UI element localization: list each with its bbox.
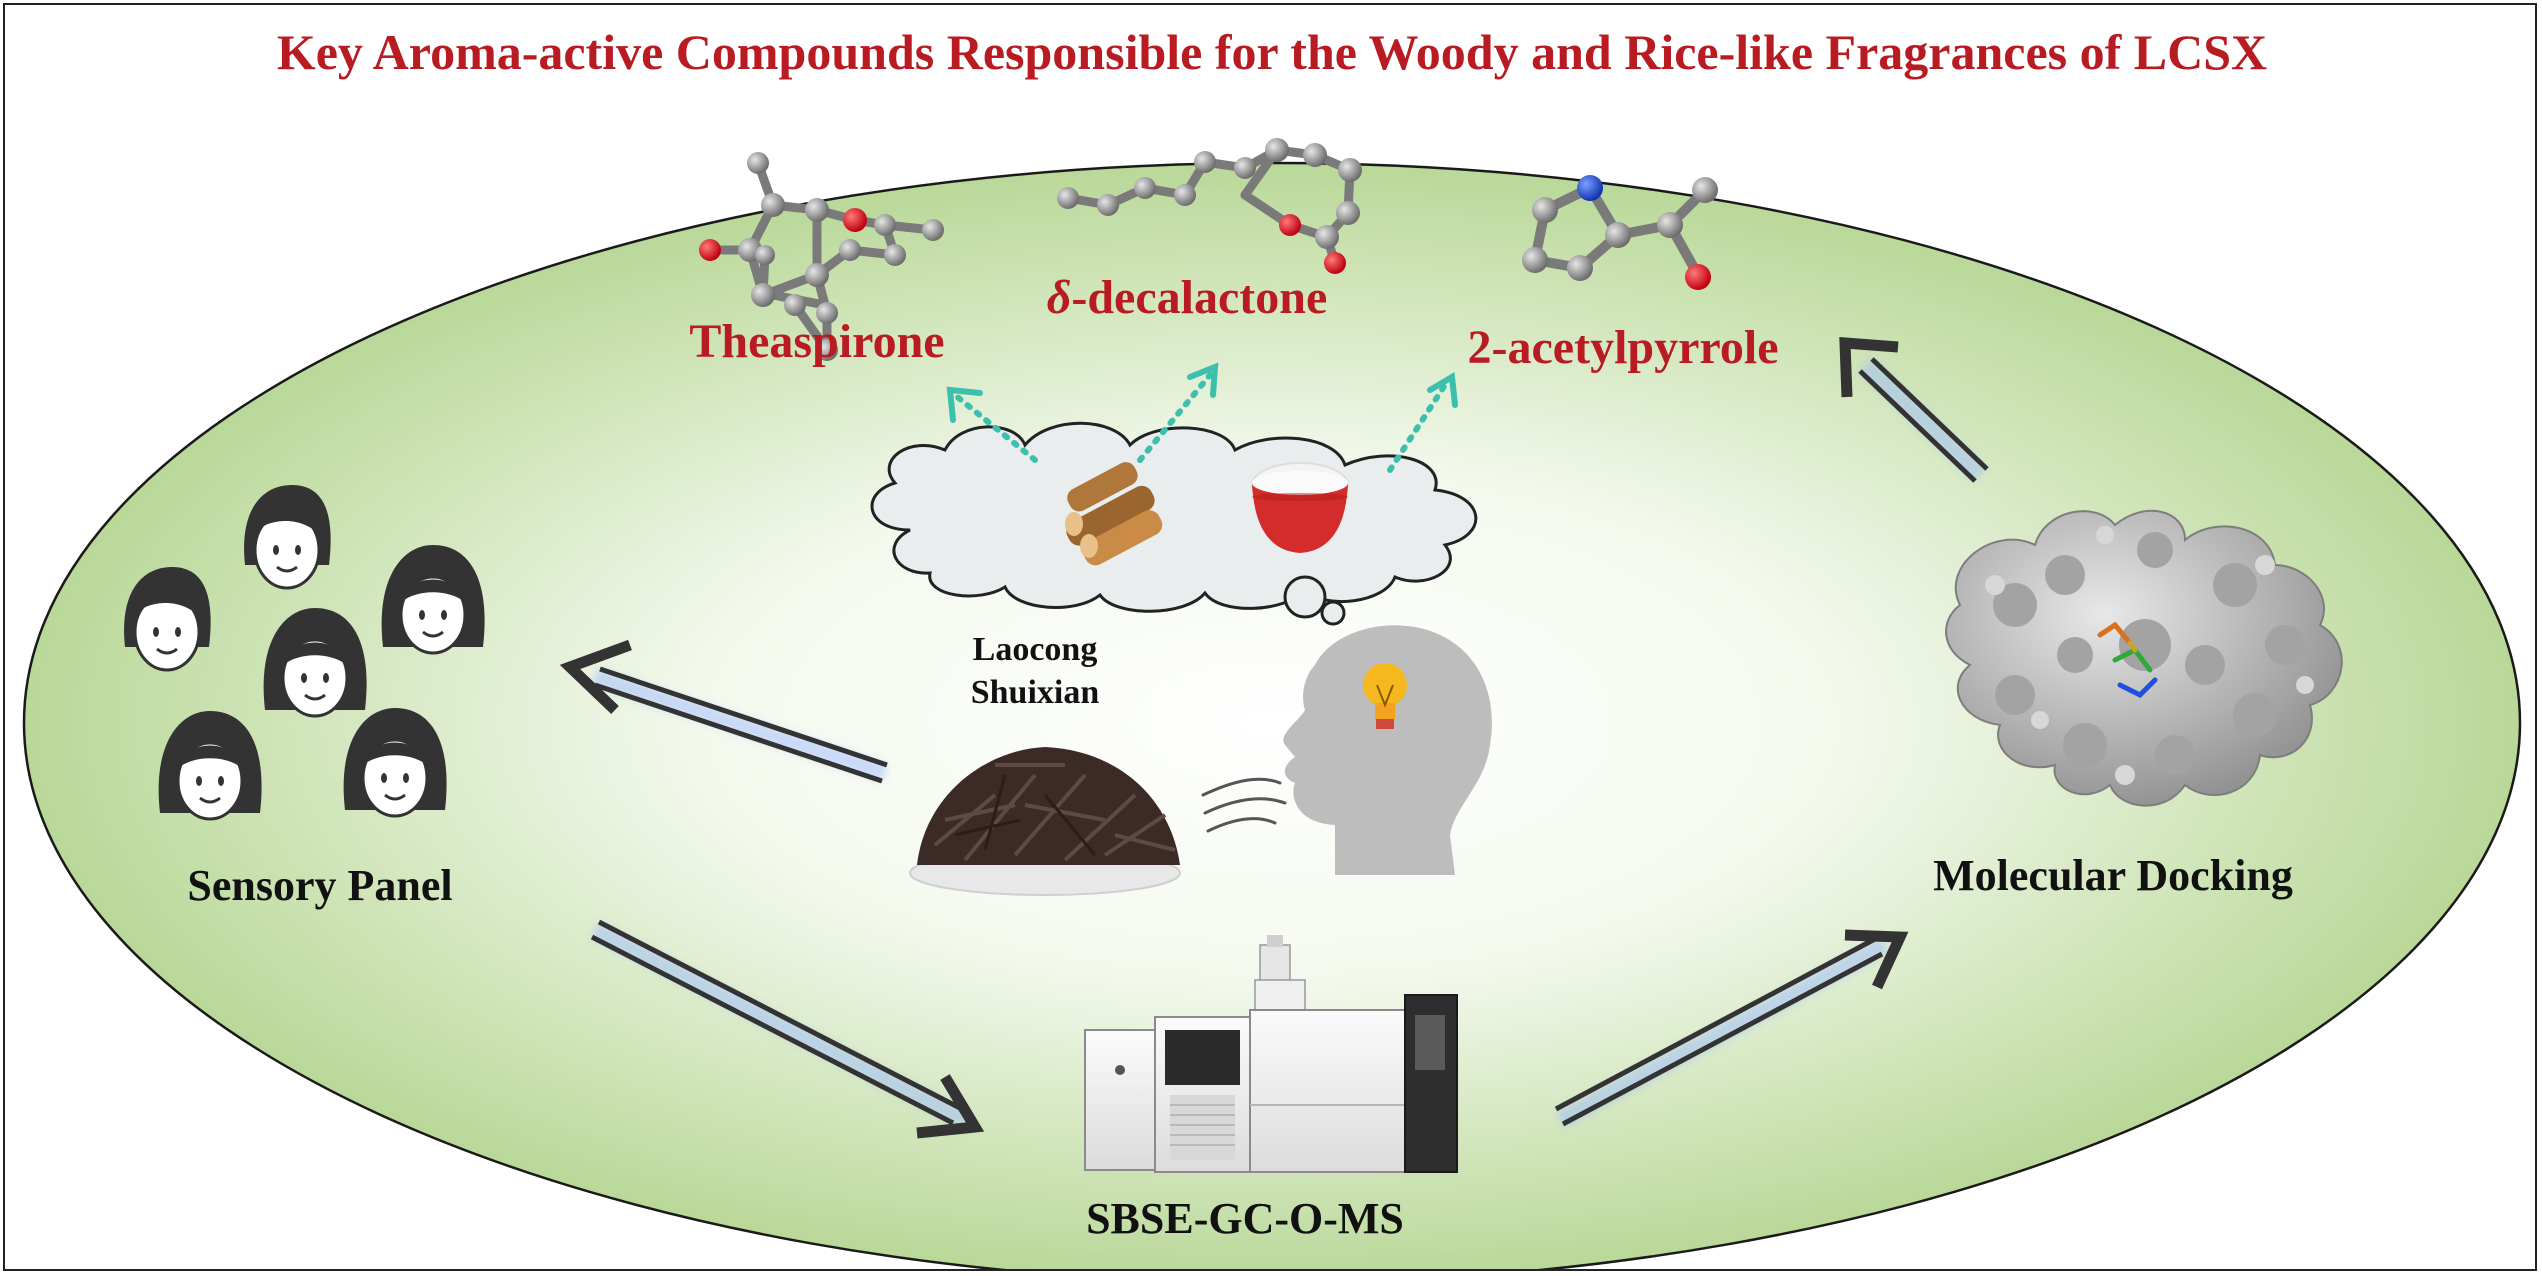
flow-arrows [559,337,1989,1139]
panelist-face-icon [124,567,211,672]
decalactone-atoms [1057,138,1362,274]
sensory-panel-label: Sensory Panel [187,861,452,910]
tea-name-line1: Laocong [973,631,1098,668]
aroma-dotted-arrows [952,372,1448,473]
arrow-to-instrument [590,919,985,1139]
theaspirone-label: Theaspirone [689,315,944,368]
decalactone-prefix: δ [1047,271,1072,324]
docked-ligand-icon [2097,621,2158,699]
figure-frame: Key Aroma-active Compounds Responsible f… [3,3,2537,1271]
arrow-to-molecular-docking [1554,929,1909,1128]
dotted-arrow-theaspirone [952,392,1038,463]
molecular-docking-label: Molecular Docking [1933,851,2293,900]
breath-icon [1201,777,1287,833]
diagram-canvas: Key Aroma-active Compounds Responsible f… [23,24,2521,1269]
panelist-face-icon [244,485,331,590]
head-silhouette-icon [1283,625,1492,875]
instrument-label: SBSE-GC-O-MS [1086,1194,1404,1243]
decalactone-label: δ-decalactone [1047,271,1328,324]
cinnamon-sticks-icon [1065,462,1163,566]
panelist-face-icon [263,608,367,718]
gc-o-ms-instrument-icon [1084,935,1458,1173]
arrow-to-compounds [1839,337,1989,483]
tea-name-line2: Shuixian [971,674,1100,711]
dotted-arrow-heads [946,362,1458,423]
theaspirone-atoms [699,152,944,361]
arrow-to-sensory-panel [559,639,888,784]
acetylpyrrole-atoms [1522,175,1718,290]
rice-bowl-icon [1251,462,1349,553]
decalactone-suffix: -decalactone [1071,271,1327,324]
panelist-face-icon [381,545,485,655]
panelist-face-icon [158,711,262,821]
dotted-arrow-acetylpyrrole [1387,382,1448,473]
tea-leaves-icon [909,747,1181,896]
sensory-panel-faces [124,485,485,821]
figure-title: Key Aroma-active Compounds Responsible f… [277,24,2267,80]
panelist-face-icon [343,708,447,818]
lightbulb-icon [1363,663,1407,729]
acetylpyrrole-label: 2-acetylpyrrole [1468,321,1779,374]
